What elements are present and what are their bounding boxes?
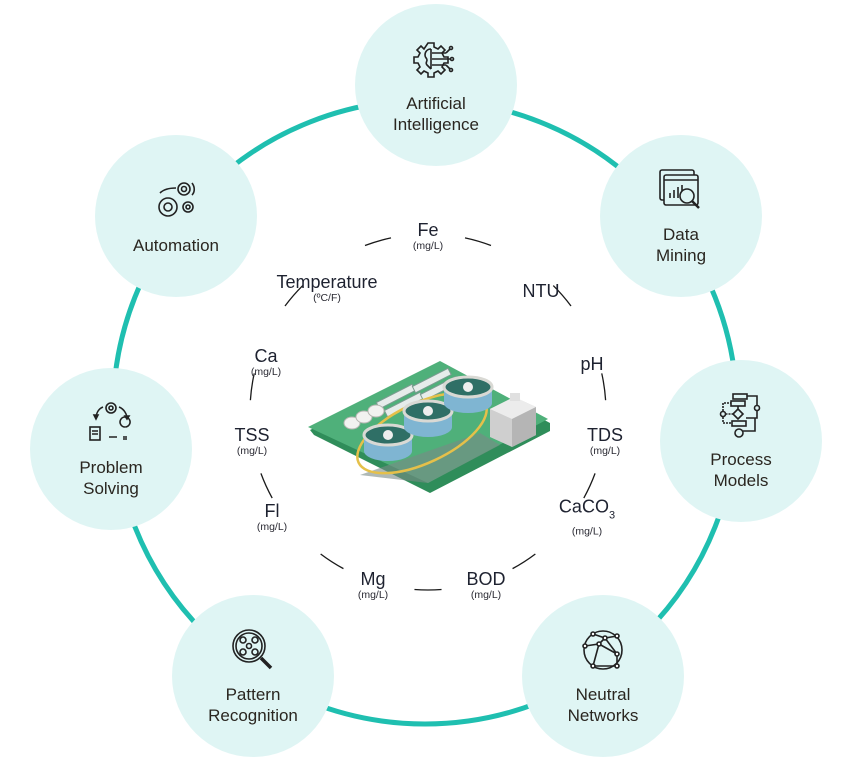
label-line: Automation: [133, 235, 219, 255]
node-problem-solving: Problem Solving: [30, 368, 192, 530]
param-name-text: CaCO: [558, 496, 609, 517]
node-label: Automation: [133, 235, 219, 256]
inner-ring-arc: [583, 473, 596, 499]
node-label: Neutral Networks: [568, 684, 639, 726]
node-pattern-recognition: Pattern Recognition: [172, 595, 334, 757]
param-temperature: Temperature(ºC/F): [276, 272, 377, 304]
label-line: Problem: [79, 458, 143, 477]
inner-ring-arc: [414, 588, 442, 591]
param-name: Ca: [254, 346, 278, 366]
param-name: BOD: [466, 569, 506, 589]
node-neutral-networks: Neutral Networks: [522, 595, 684, 757]
node-label: Artificial Intelligence: [393, 93, 479, 135]
network-globe-icon: [582, 630, 623, 670]
node-data-mining: Data Mining: [600, 135, 762, 297]
param-name: NTU: [522, 281, 560, 301]
param-unit: (mg/L): [236, 445, 268, 457]
node-label: Pattern Recognition: [208, 684, 298, 726]
param-unit: (mg/L): [412, 240, 444, 252]
param-unit: (mg/L): [470, 589, 502, 601]
label-line: Intelligence: [392, 115, 479, 134]
inner-ring-arc: [284, 285, 304, 307]
label-line: Mining: [655, 246, 707, 265]
param-unit: (mg/L): [589, 445, 621, 457]
label-line: Solving: [83, 479, 139, 498]
node-label: Data Mining: [656, 224, 706, 266]
node-artificial-intelligence: Artificial Intelligence: [355, 4, 517, 166]
param-mg: Mg(mg/L): [358, 569, 388, 601]
data-mining-magnifier-icon: [659, 169, 700, 209]
param-name: pH: [580, 354, 604, 374]
inner-ring-arc: [464, 237, 492, 247]
inner-ring-arc: [552, 285, 572, 307]
node-label: Process Models: [710, 449, 771, 491]
pattern-magnifier-icon: [232, 629, 273, 670]
param-name: Mg: [360, 569, 386, 589]
param-unit: (mg/L): [357, 589, 389, 601]
label-line: Recognition: [208, 706, 298, 725]
param-name: TDS: [587, 425, 623, 445]
inner-ring-arc: [320, 553, 344, 570]
param-name: Temperature: [276, 272, 378, 292]
gears-icon: [158, 181, 196, 217]
param-name: Fl: [264, 501, 280, 521]
water-treatment-plant-illustration: [308, 361, 550, 493]
param-ph: pH: [580, 354, 603, 374]
param-fe: Fe(mg/L): [413, 220, 443, 252]
flowchart-icon: [719, 393, 761, 438]
label-line: Process: [710, 450, 772, 469]
param-caco3: CaCO3(mg/L): [559, 497, 615, 538]
inner-ring-arc: [512, 553, 536, 570]
label-line: Models: [713, 471, 769, 490]
node-automation: Automation: [95, 135, 257, 297]
param-ca: Ca(mg/L): [251, 346, 281, 378]
label-line: Artificial: [406, 94, 466, 113]
param-tss: TSS(mg/L): [234, 425, 269, 457]
param-name: TSS: [234, 425, 270, 445]
inner-ring-arc: [601, 373, 607, 401]
label-line: Neutral: [575, 685, 631, 704]
param-unit: (mg/L): [571, 525, 603, 538]
inner-ring-arc: [249, 373, 255, 401]
node-label: Problem Solving: [79, 457, 142, 499]
inner-ring-arc: [364, 237, 392, 247]
param-name: CaCO3: [559, 497, 615, 526]
inner-ring-arc: [260, 473, 273, 499]
cycle-idea-icon: [89, 402, 131, 441]
node-process-models: Process Models: [660, 360, 822, 522]
inner-ring: [249, 237, 607, 591]
label-line: Data: [663, 225, 699, 244]
param-unit: (mg/L): [256, 521, 288, 533]
param-subscript: 3: [608, 509, 616, 522]
param-unit: (mg/L): [250, 366, 282, 378]
ai-brain-gear-icon: [413, 42, 455, 78]
label-line: Pattern: [225, 685, 281, 704]
param-tds: TDS(mg/L): [587, 425, 623, 457]
param-bod: BOD(mg/L): [466, 569, 505, 601]
param-name: Fe: [417, 220, 439, 240]
param-unit: (ºC/F): [313, 292, 341, 304]
param-fl: Fl(mg/L): [257, 501, 287, 533]
label-line: Networks: [567, 706, 639, 725]
param-ntu: NTU: [523, 281, 560, 301]
